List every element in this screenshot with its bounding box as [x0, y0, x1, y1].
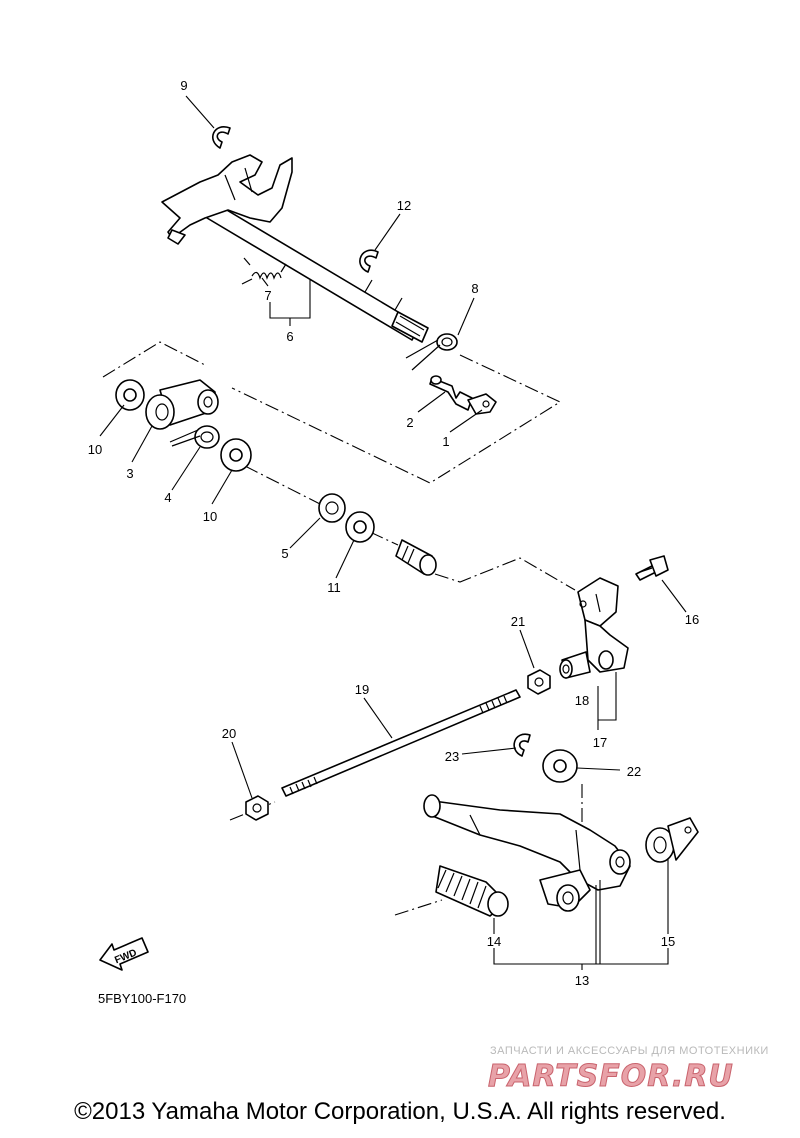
label-13: 13	[575, 973, 589, 988]
label-7: 7	[264, 288, 271, 303]
label-6: 6	[286, 329, 293, 344]
label-10-bottom: 10	[203, 509, 217, 524]
leader-2	[417, 391, 446, 413]
spring-4	[169, 425, 220, 449]
watermark-logo: PARTSFOR.RU	[488, 1059, 734, 1094]
assembly-boundary-lower	[229, 801, 443, 916]
leader-12	[374, 213, 401, 251]
shift-arm-18	[559, 577, 629, 679]
label-8: 8	[471, 281, 478, 296]
leader-9	[185, 95, 215, 129]
label-23: 23	[445, 749, 459, 764]
label-22: 22	[627, 764, 641, 779]
leader-10-bottom	[211, 469, 233, 505]
shift-rod-19	[281, 689, 521, 797]
washer-10-top	[115, 379, 145, 411]
shift-shaft-arm	[161, 154, 293, 245]
circlip-12	[359, 249, 379, 273]
label-5: 5	[281, 546, 288, 561]
leader-10-top	[99, 404, 125, 437]
lever-1-hole	[482, 400, 490, 408]
label-9: 9	[180, 78, 187, 93]
label-21: 21	[511, 614, 525, 629]
leader-21	[519, 629, 535, 669]
bolt-16	[635, 555, 669, 581]
bolt-2	[429, 375, 473, 411]
shift-shaft	[201, 197, 429, 343]
axis-line-shaft	[244, 465, 576, 591]
leader-22	[576, 767, 621, 771]
joint-15	[645, 817, 699, 863]
label-17: 17	[593, 735, 607, 750]
leader-4	[171, 446, 201, 491]
washer-10-bottom	[220, 438, 252, 472]
circlip-9	[212, 126, 231, 149]
label-10-top: 10	[88, 442, 102, 457]
pedal-rubber-14	[435, 865, 509, 917]
bracket-17	[597, 672, 617, 730]
label-18: 18	[575, 693, 589, 708]
label-19: 19	[355, 682, 369, 697]
label-16: 16	[685, 612, 699, 627]
leader-8	[457, 297, 475, 336]
leader-3	[131, 425, 153, 463]
bracket-6	[269, 280, 311, 326]
circlip-23	[513, 733, 531, 757]
leader-5	[289, 517, 321, 549]
bracket-13	[493, 880, 669, 970]
leader-19	[363, 697, 393, 739]
label-11: 11	[327, 580, 341, 595]
spring-7	[241, 257, 287, 285]
copyright-notice: ©2013 Yamaha Motor Corporation, U.S.A. A…	[74, 1098, 726, 1125]
lever-1	[467, 393, 497, 415]
torsion-spring-8	[405, 333, 458, 371]
diagram-code: 5FBY100-F170	[98, 991, 186, 1006]
watermark-tagline: ЗАПЧАСТИ И АКСЕССУАРЫ ДЛЯ МОТОТЕХНИКИ	[490, 1045, 769, 1057]
leader-11	[335, 539, 355, 579]
label-2: 2	[406, 415, 413, 430]
fwd-arrow-icon: FWD	[99, 937, 149, 971]
label-12: 12	[397, 198, 411, 213]
label-4: 4	[164, 490, 171, 505]
label-3: 3	[126, 466, 133, 481]
washer-22	[542, 749, 578, 783]
assembly-boundary-upper	[102, 341, 562, 484]
leader-7	[261, 277, 269, 287]
shift-arm-3	[145, 379, 219, 430]
leader-23	[461, 747, 517, 755]
leader-20	[231, 741, 253, 799]
shaft-spline-end	[395, 539, 437, 576]
label-20: 20	[222, 726, 236, 741]
shift-pedal-13	[423, 794, 631, 912]
leader-16	[661, 579, 687, 613]
leader-1	[449, 409, 483, 433]
nut-21	[527, 669, 551, 695]
nut-20	[245, 795, 269, 821]
collar-5	[318, 493, 346, 523]
washer-11	[345, 511, 375, 543]
label-14: 14	[487, 934, 501, 949]
label-1: 1	[442, 434, 449, 449]
label-15: 15	[661, 934, 675, 949]
